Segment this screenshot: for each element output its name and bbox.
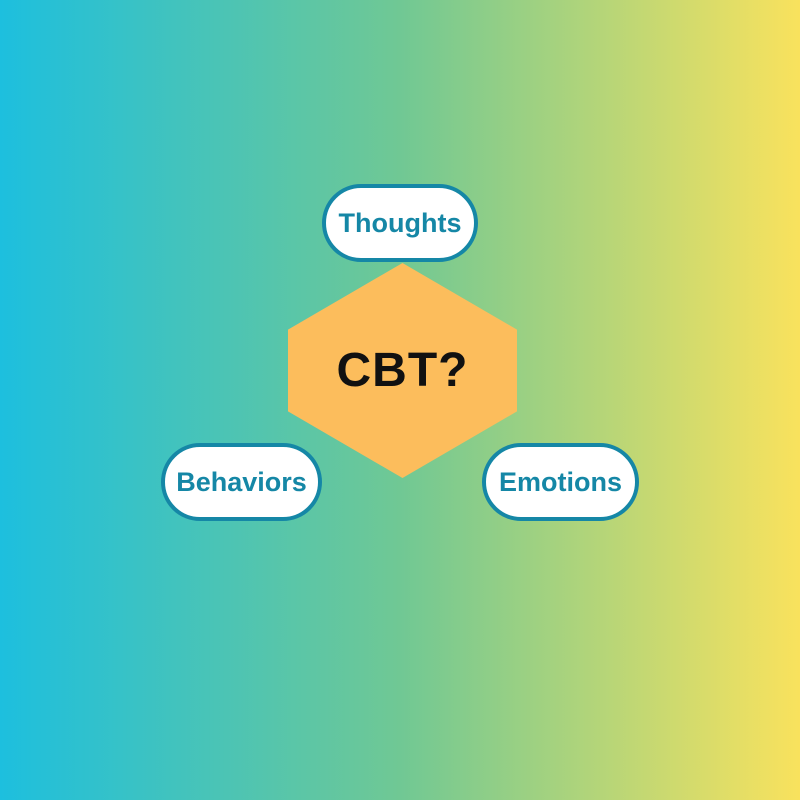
node-thoughts: Thoughts (322, 184, 478, 262)
hexagon-shape: CBT? (288, 263, 517, 478)
node-thoughts-label: Thoughts (338, 207, 462, 238)
node-behaviors: Behaviors (161, 443, 322, 521)
node-emotions: Emotions (482, 443, 639, 521)
node-behaviors-label: Behaviors (176, 466, 307, 497)
node-emotions-label: Emotions (498, 466, 622, 497)
center-label: CBT? (336, 344, 469, 397)
